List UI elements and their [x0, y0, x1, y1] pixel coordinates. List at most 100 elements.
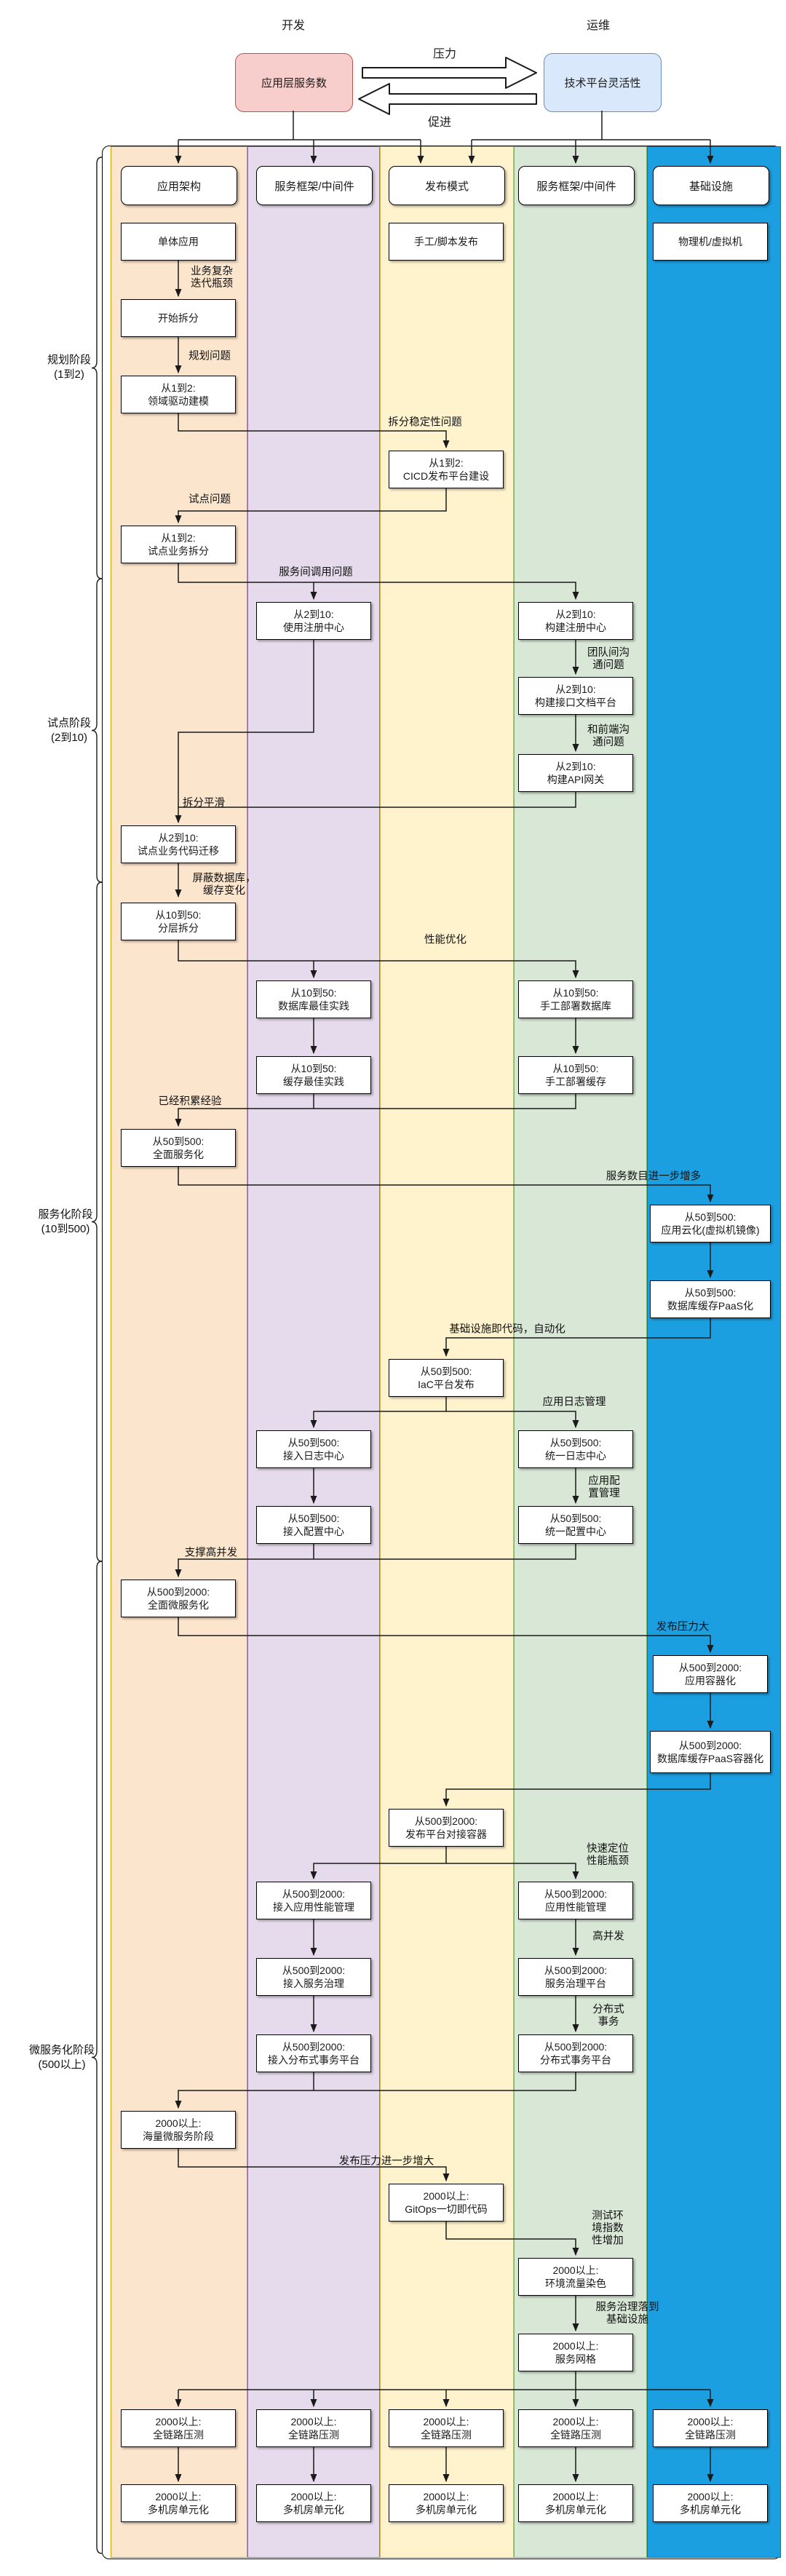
- phase-brace: [91, 881, 103, 1562]
- flow-edge: [314, 582, 579, 600]
- flow-node: 从2到10: 构建API网关: [518, 754, 633, 792]
- flow-node: 从50到500: 应用云化(虚拟机镜像): [650, 1205, 771, 1243]
- flow-node: 2000以上: 全链路压测: [121, 2409, 236, 2447]
- column-header: 应用架构: [121, 166, 237, 205]
- app-service-count-box: 应用层服务数: [235, 53, 353, 112]
- flow-edge: [178, 792, 576, 808]
- edge-label: 业务复杂 迭代瓶颈: [191, 266, 233, 290]
- flow-node: 2000以上: 多机房单元化: [518, 2484, 633, 2522]
- flow-node: 2000以上: 多机房单元化: [653, 2484, 768, 2522]
- promote-block-arrow: [358, 83, 537, 115]
- flow-node: 2000以上: 多机房单元化: [256, 2484, 371, 2522]
- pressure-block-arrow: [362, 57, 537, 89]
- flow-node: 从500到2000: 数据库缓存PaaS容器化: [650, 1731, 771, 1773]
- column-header: 基础设施: [653, 166, 769, 205]
- flow-edge: [178, 563, 317, 600]
- flow-node: 从1到2: 领域驱动建模: [121, 376, 236, 413]
- flow-edge: [175, 640, 314, 823]
- flow-node: 从500到2000: 服务治理平台: [518, 1958, 633, 1996]
- pressure-arrow-label: 压力: [432, 48, 457, 60]
- edge-label: 团队间沟 通问题: [587, 647, 630, 671]
- flow-edge: [178, 1167, 714, 1202]
- phase-label-microservice: 微服务化阶段(500以上): [28, 2044, 95, 2071]
- flow-node: 从500到2000: 应用容器化: [653, 1655, 768, 1693]
- edge-label: 发布压力进一步增大: [338, 2155, 434, 2168]
- flow-node: 从500到2000: 发布平台对接容器: [389, 1809, 504, 1847]
- flow-node: 2000以上: 多机房单元化: [389, 2484, 504, 2522]
- flow-node: 2000以上: 海量微服务阶段: [121, 2111, 236, 2149]
- flow-node: 2000以上: 全链路压测: [653, 2409, 768, 2447]
- flow-edge: [178, 2149, 450, 2181]
- flow-node: 从500到2000: 应用性能管理: [518, 1882, 633, 1919]
- edge-label: 屏蔽数据库， 缓存变化: [192, 873, 256, 897]
- edge-label: 规划问题: [188, 350, 231, 362]
- flow-node: 从2到10: 构建注册中心: [518, 602, 633, 640]
- flow-edge: [175, 1544, 576, 1577]
- phase-label-servicization: 服务化阶段(10到500): [38, 1208, 93, 1235]
- flow-edge: [446, 1863, 579, 1879]
- flow-node: 从500到2000: 分布式事务平台: [518, 2034, 633, 2072]
- edge-label: 应用配 置管理: [588, 1475, 620, 1499]
- flow-node: 从50到500: 统一配置中心: [518, 1506, 633, 1544]
- phase-label-pilot: 试点阶段(2到10): [47, 717, 92, 744]
- flow-node: 从500到2000: 接入分布式事务平台: [256, 2034, 371, 2072]
- flow-edge: [310, 1397, 447, 1428]
- flow-edge: [446, 1411, 579, 1428]
- flow-node: 从10到50: 手工部署数据库: [518, 980, 633, 1018]
- flow-edge: [178, 413, 450, 448]
- phase-brace: [91, 578, 103, 883]
- phase-brace: [91, 156, 103, 579]
- flow-edge: [175, 488, 447, 523]
- edge-label: 拆分稳定性问题: [388, 416, 462, 429]
- flow-node: 从2到10: 试点业务代码迁移: [121, 825, 236, 863]
- flow-node: 物理机/虚拟机: [653, 223, 768, 261]
- edge-label: 拆分平滑: [183, 797, 225, 809]
- flow-edge: [442, 1318, 711, 1357]
- flow-node: 从50到500: 数据库缓存PaaS化: [650, 1280, 771, 1318]
- edge-label: 快速定位 性能瓶颈: [587, 1843, 629, 1867]
- flow-node: 2000以上: 全链路压测: [518, 2409, 633, 2447]
- flow-edge: [310, 1847, 447, 1879]
- flow-node: 从1到2: CICD发布平台建设: [389, 451, 504, 488]
- edge-label: 和前端沟 通问题: [587, 724, 630, 748]
- flow-edge: [445, 2222, 579, 2256]
- promote-arrow-label: 促进: [427, 116, 452, 129]
- column-header: 服务框架/中间件: [256, 166, 373, 205]
- flow-edge: [175, 2072, 576, 2109]
- flow-edge: [178, 1617, 714, 1653]
- edge-label: 服务间调用问题: [279, 566, 353, 579]
- flow-node: 从500到2000: 全面微服务化: [121, 1580, 236, 1617]
- lane-service-framework-ops: [514, 146, 647, 2558]
- edge-label: 服务数目进一步增多: [606, 1170, 702, 1183]
- dev-swimlane-title: 开发: [281, 20, 306, 32]
- edge-label: 高并发: [592, 1930, 624, 1943]
- flow-node: 2000以上: GitOps一切即代码: [389, 2184, 504, 2222]
- column-header: 发布模式: [389, 166, 505, 205]
- column-header: 服务框架/中间件: [518, 166, 635, 205]
- flow-node: 从50到500: 接入配置中心: [256, 1506, 371, 1544]
- flow-node: 从500到2000: 接入服务治理: [256, 1958, 371, 1996]
- flow-node: 从10到50: 分层拆分: [121, 903, 236, 940]
- edge-label: 基础设施即代码，自动化: [449, 1323, 565, 1336]
- lane-service-framework-dev: [247, 146, 380, 2558]
- edge-label: 服务治理落到 基础设施: [595, 2302, 659, 2326]
- flow-node: 从10到50: 手工部署缓存: [518, 1056, 633, 1094]
- flow-node: 手工/脚本发布: [389, 223, 504, 261]
- edge-label: 性能优化: [424, 934, 467, 946]
- flow-node: 2000以上: 多机房单元化: [121, 2484, 236, 2522]
- edge-label: 试点问题: [188, 494, 231, 506]
- phase-brace: [91, 1561, 103, 2554]
- flow-edge: [178, 940, 317, 978]
- flow-node: 从10到50: 缓存最佳实践: [256, 1056, 371, 1094]
- flow-edge: [175, 1094, 576, 1127]
- flow-edge: [442, 1773, 711, 1807]
- flow-node: 2000以上: 全链路压测: [389, 2409, 504, 2447]
- flow-node: 开始拆分: [121, 299, 236, 337]
- flow-node: 单体应用: [121, 223, 236, 261]
- flow-node: 从50到500: 统一日志中心: [518, 1430, 633, 1468]
- flow-node: 2000以上: 服务网格: [518, 2334, 633, 2371]
- flow-node: 从2到10: 构建接口文档平台: [518, 677, 633, 715]
- flow-node: 从2到10: 使用注册中心: [256, 602, 371, 640]
